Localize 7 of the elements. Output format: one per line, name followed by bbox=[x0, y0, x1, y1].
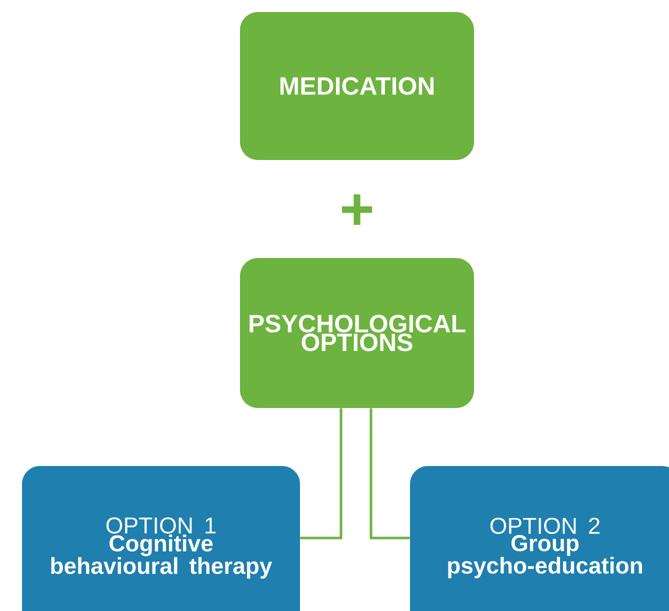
plus-sign: + bbox=[342, 194, 372, 225]
process-box: PSYCHOLOGICAL OPTIONS bbox=[240, 258, 474, 408]
option-box: OPTION 2 Group psycho-education bbox=[410, 466, 669, 611]
process-box: MEDICATION bbox=[240, 12, 474, 160]
connector-line bbox=[300, 408, 342, 540]
connector-line bbox=[370, 408, 410, 540]
option-box: OPTION 1 Cognitive behavioural therapy bbox=[22, 466, 300, 611]
